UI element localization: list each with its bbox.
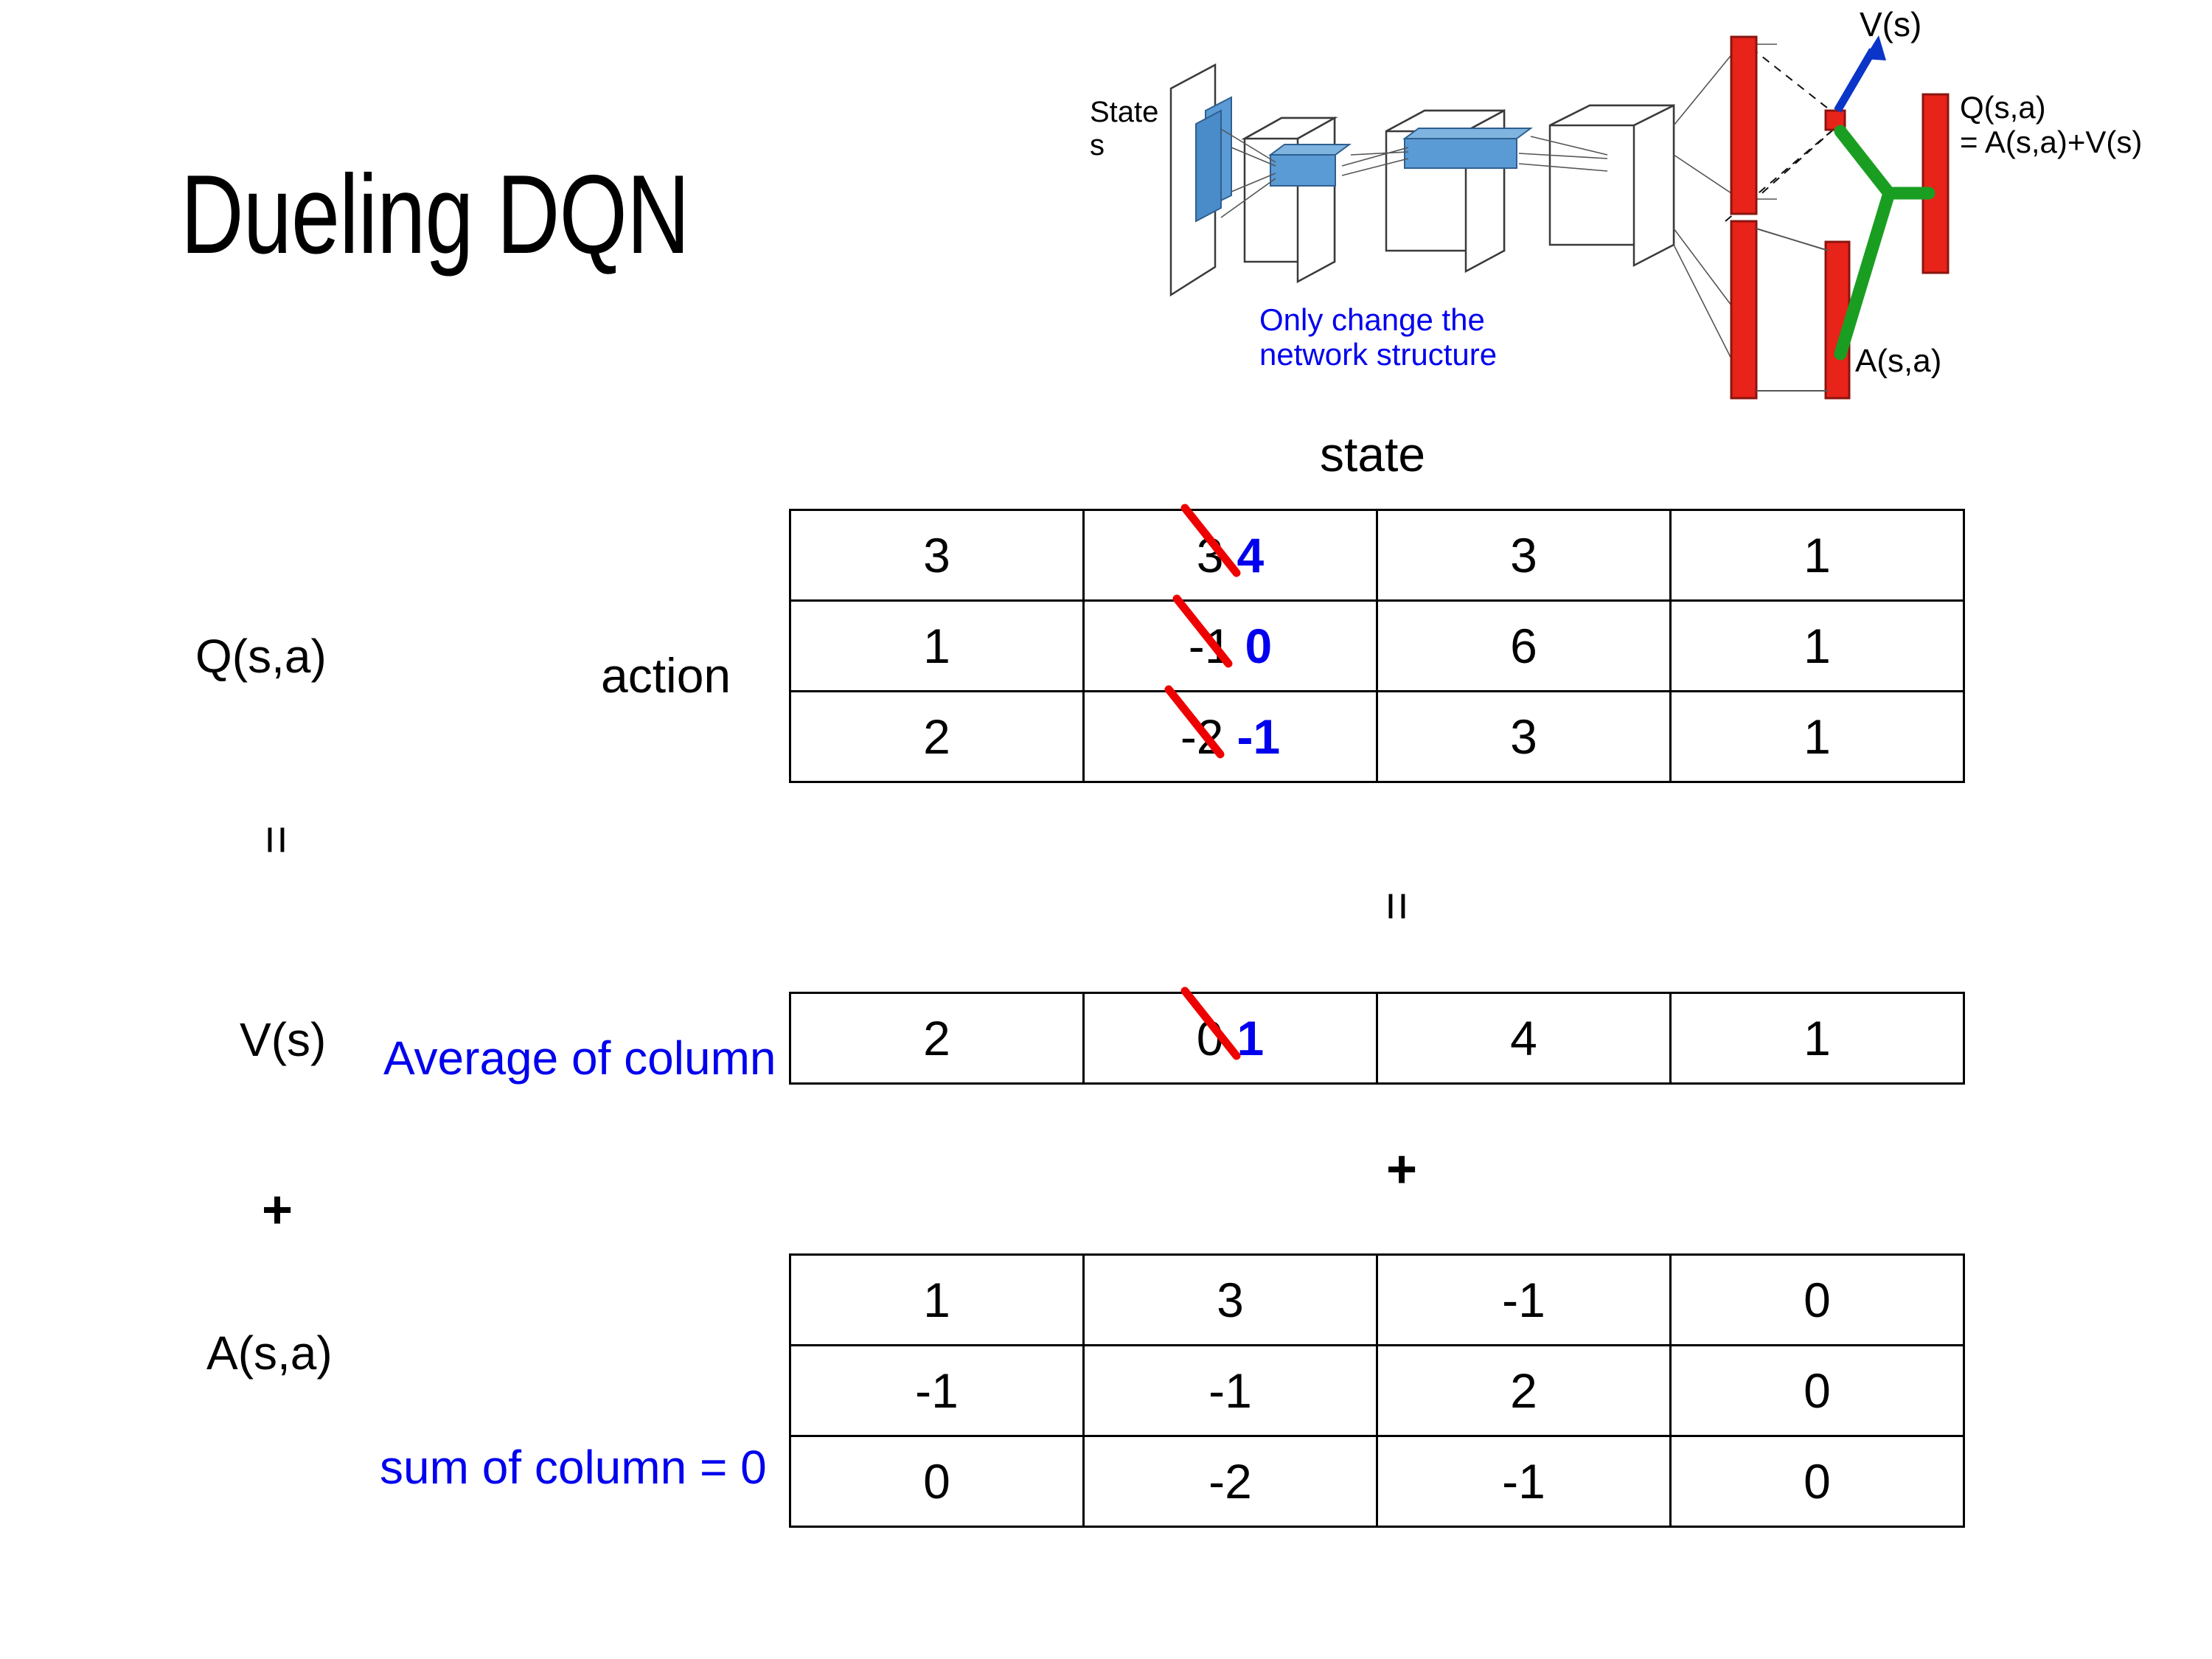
cell-value: 0 [1804, 1363, 1831, 1418]
strikethrough-icon [1164, 685, 1225, 759]
cell-value: 1 [1804, 1011, 1831, 1065]
v-output-label: V(s) [1860, 5, 1922, 44]
new-value: 4 [1237, 528, 1265, 582]
table-cell: 2 [1376, 1344, 1672, 1437]
cell-value: 0 [1804, 1273, 1831, 1327]
cell-value: 3 [1510, 709, 1537, 764]
q-output-bar [1921, 93, 1950, 274]
sum-of-column-note: sum of column = 0 [380, 1441, 767, 1494]
cell-value: 0 [1804, 1454, 1831, 1509]
table-cell: 2 [789, 690, 1085, 783]
table-cell: -1 [789, 1344, 1085, 1437]
average-of-column-note: Average of column [383, 1032, 776, 1085]
cell-value: -1 [1502, 1454, 1545, 1509]
table-cell: 0 [1669, 1435, 1965, 1528]
table-row: 0 -2 -1 0 [789, 1435, 1965, 1528]
table-cell: 3 [1376, 509, 1672, 602]
merge-green-lines [1834, 125, 1935, 361]
cell-value: -2 [1208, 1454, 1252, 1509]
cell-value: 1 [923, 1273, 950, 1327]
value-unit [1824, 109, 1846, 131]
column-axis-label: state [1320, 427, 1426, 481]
cell-value: 3 [1510, 528, 1537, 582]
table-row: 2 -2-1 3 1 [789, 685, 1965, 783]
table-cell: 4 [1376, 992, 1672, 1085]
table-cell: 1 [1669, 992, 1965, 1085]
table-cell: 2 [789, 992, 1085, 1085]
table-cell: 1 [1669, 509, 1965, 602]
table-row: -1 -1 2 0 [789, 1344, 1965, 1437]
table-cell: 1 [789, 599, 1085, 692]
table-cell: 1 [1669, 690, 1965, 783]
table-cell: 0 [1669, 1344, 1965, 1437]
old-value: 3 [1180, 504, 1241, 583]
table-cell: 3 [1082, 1253, 1378, 1346]
cell-value: 4 [1510, 1011, 1537, 1065]
cell-value: 1 [1804, 528, 1831, 582]
row-axis-label: action [601, 648, 731, 703]
cell-value: -1 [1208, 1363, 1252, 1418]
q-table-label: Q(s,a) [195, 630, 327, 683]
q-output-label: Q(s,a) = A(s,a)+V(s) [1960, 90, 2143, 160]
table-cell: 1 [1669, 599, 1965, 692]
state-input-label: State s [1090, 96, 1159, 161]
cell-value: 6 [1510, 619, 1537, 673]
cell-value: 2 [1510, 1363, 1537, 1418]
table-cell: 1 [789, 1253, 1085, 1346]
plus-operator-center: + [1386, 1140, 1418, 1199]
table-cell: -2-1 [1082, 685, 1378, 783]
table-cell: 3 [789, 509, 1085, 602]
cell-value: 3 [1217, 1273, 1244, 1327]
table-cell: 0 [789, 1435, 1085, 1528]
old-value: 0 [1180, 987, 1241, 1066]
strikethrough-icon [1172, 594, 1233, 668]
strikethrough-icon [1180, 987, 1241, 1060]
network-svg [1169, 35, 1950, 400]
cell-value: 0 [923, 1454, 950, 1509]
strikethrough-icon [1180, 504, 1241, 577]
table-cell: -1 [1376, 1435, 1672, 1528]
cell-value: 1 [923, 619, 950, 673]
equals-operator-center: = [1368, 891, 1425, 921]
v-table-label: V(s) [240, 1013, 327, 1066]
new-value: 1 [1237, 1011, 1265, 1065]
cell-value: -1 [915, 1363, 959, 1418]
cell-value: -1 [1502, 1273, 1545, 1327]
conv-filter-icons [1195, 96, 1534, 223]
a-value-table: 1 3 -1 0 -1 -1 2 0 0 -2 -1 0 [789, 1253, 1965, 1528]
a-table-label: A(s,a) [206, 1326, 333, 1380]
only-change-note: Only change the network structure [1259, 302, 1498, 372]
old-value: -2 [1164, 685, 1225, 765]
new-value: -1 [1237, 709, 1281, 764]
table-cell: 3 [1376, 690, 1672, 783]
equals-operator-left: = [248, 825, 305, 855]
table-cell: 6 [1376, 599, 1672, 692]
page-title: Dueling DQN [181, 152, 690, 277]
new-value: 0 [1245, 619, 1273, 673]
cell-value: 1 [1804, 709, 1831, 764]
cell-value: 1 [1804, 619, 1831, 673]
cell-value: 2 [923, 709, 950, 764]
a-output-label: A(s,a) [1855, 343, 1942, 379]
table-cell: 0 [1669, 1253, 1965, 1346]
cell-value: 3 [923, 528, 950, 582]
table-row: 1 3 -1 0 [789, 1253, 1965, 1346]
plus-operator-left: + [262, 1180, 293, 1239]
table-cell: -2 [1082, 1435, 1378, 1528]
old-value: -1 [1172, 594, 1233, 674]
value-stream-dashed [1750, 47, 1839, 117]
cell-value: 2 [923, 1011, 950, 1065]
value-arrow [1834, 35, 1886, 113]
table-cell: -1 [1082, 1344, 1378, 1437]
table-cell: -1 [1376, 1253, 1672, 1346]
dueling-network-diagram: State s Only change the network structur… [1090, 5, 2212, 406]
